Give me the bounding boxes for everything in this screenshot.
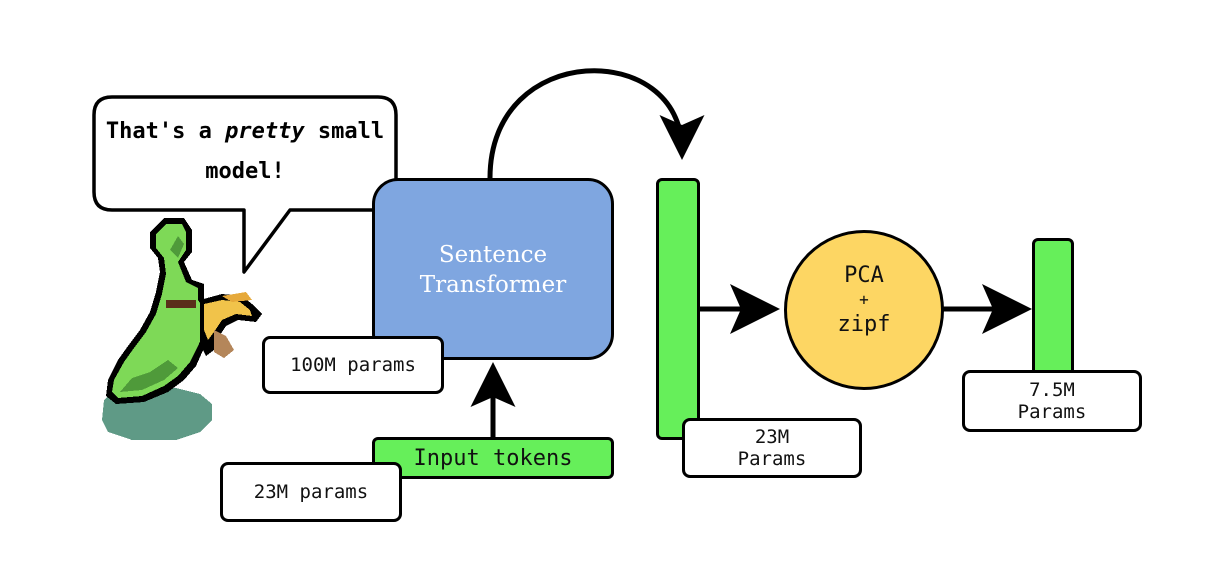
sentence-transformer-label: Sentence Transformer [372,240,614,300]
pca-line3: zipf [837,312,891,337]
transformer-params-text: 100M params [290,354,416,376]
final-params-label: 7.5M Params [962,370,1142,432]
sentence-transformer-line1: Sentence [438,242,548,268]
embedding-vector-bar [656,178,700,440]
final-params-line2: Params [1017,401,1087,423]
input-tokens-text: Input tokens [413,445,573,471]
input-tokens-block: Input tokens [372,437,614,479]
pca-line1: PCA [844,263,884,288]
sentence-transformer-line2: Transformer [419,272,567,298]
speech-line-1: That's a pretty small [96,112,394,152]
pca-zipf-circle [784,230,944,390]
vector-params-label: 23M Params [682,418,862,478]
embedding-params-text: 23M params [253,481,369,503]
vector-params-line2: Params [737,448,807,470]
speech-text-part1: That's a [105,119,226,144]
vector-params-line1: 23M [754,426,790,448]
embedding-params-label: 23M params [220,462,402,522]
final-vector-bar [1032,238,1074,378]
sentence-transformer-block [372,178,614,360]
transformer-params-label: 100M params [262,336,444,394]
pca-line2: + [859,290,869,309]
final-params-line1: 7.5M [1029,379,1075,401]
speech-text-part2: small [304,119,385,144]
speech-line-2: model! [205,159,285,184]
speech-text-emphasis: pretty [225,119,305,144]
speech-bubble-text: That's a pretty small model! [96,112,394,192]
curved-arrow-transformer-to-vector [487,68,705,179]
pca-zipf-label: PCA + zipf [784,262,944,340]
